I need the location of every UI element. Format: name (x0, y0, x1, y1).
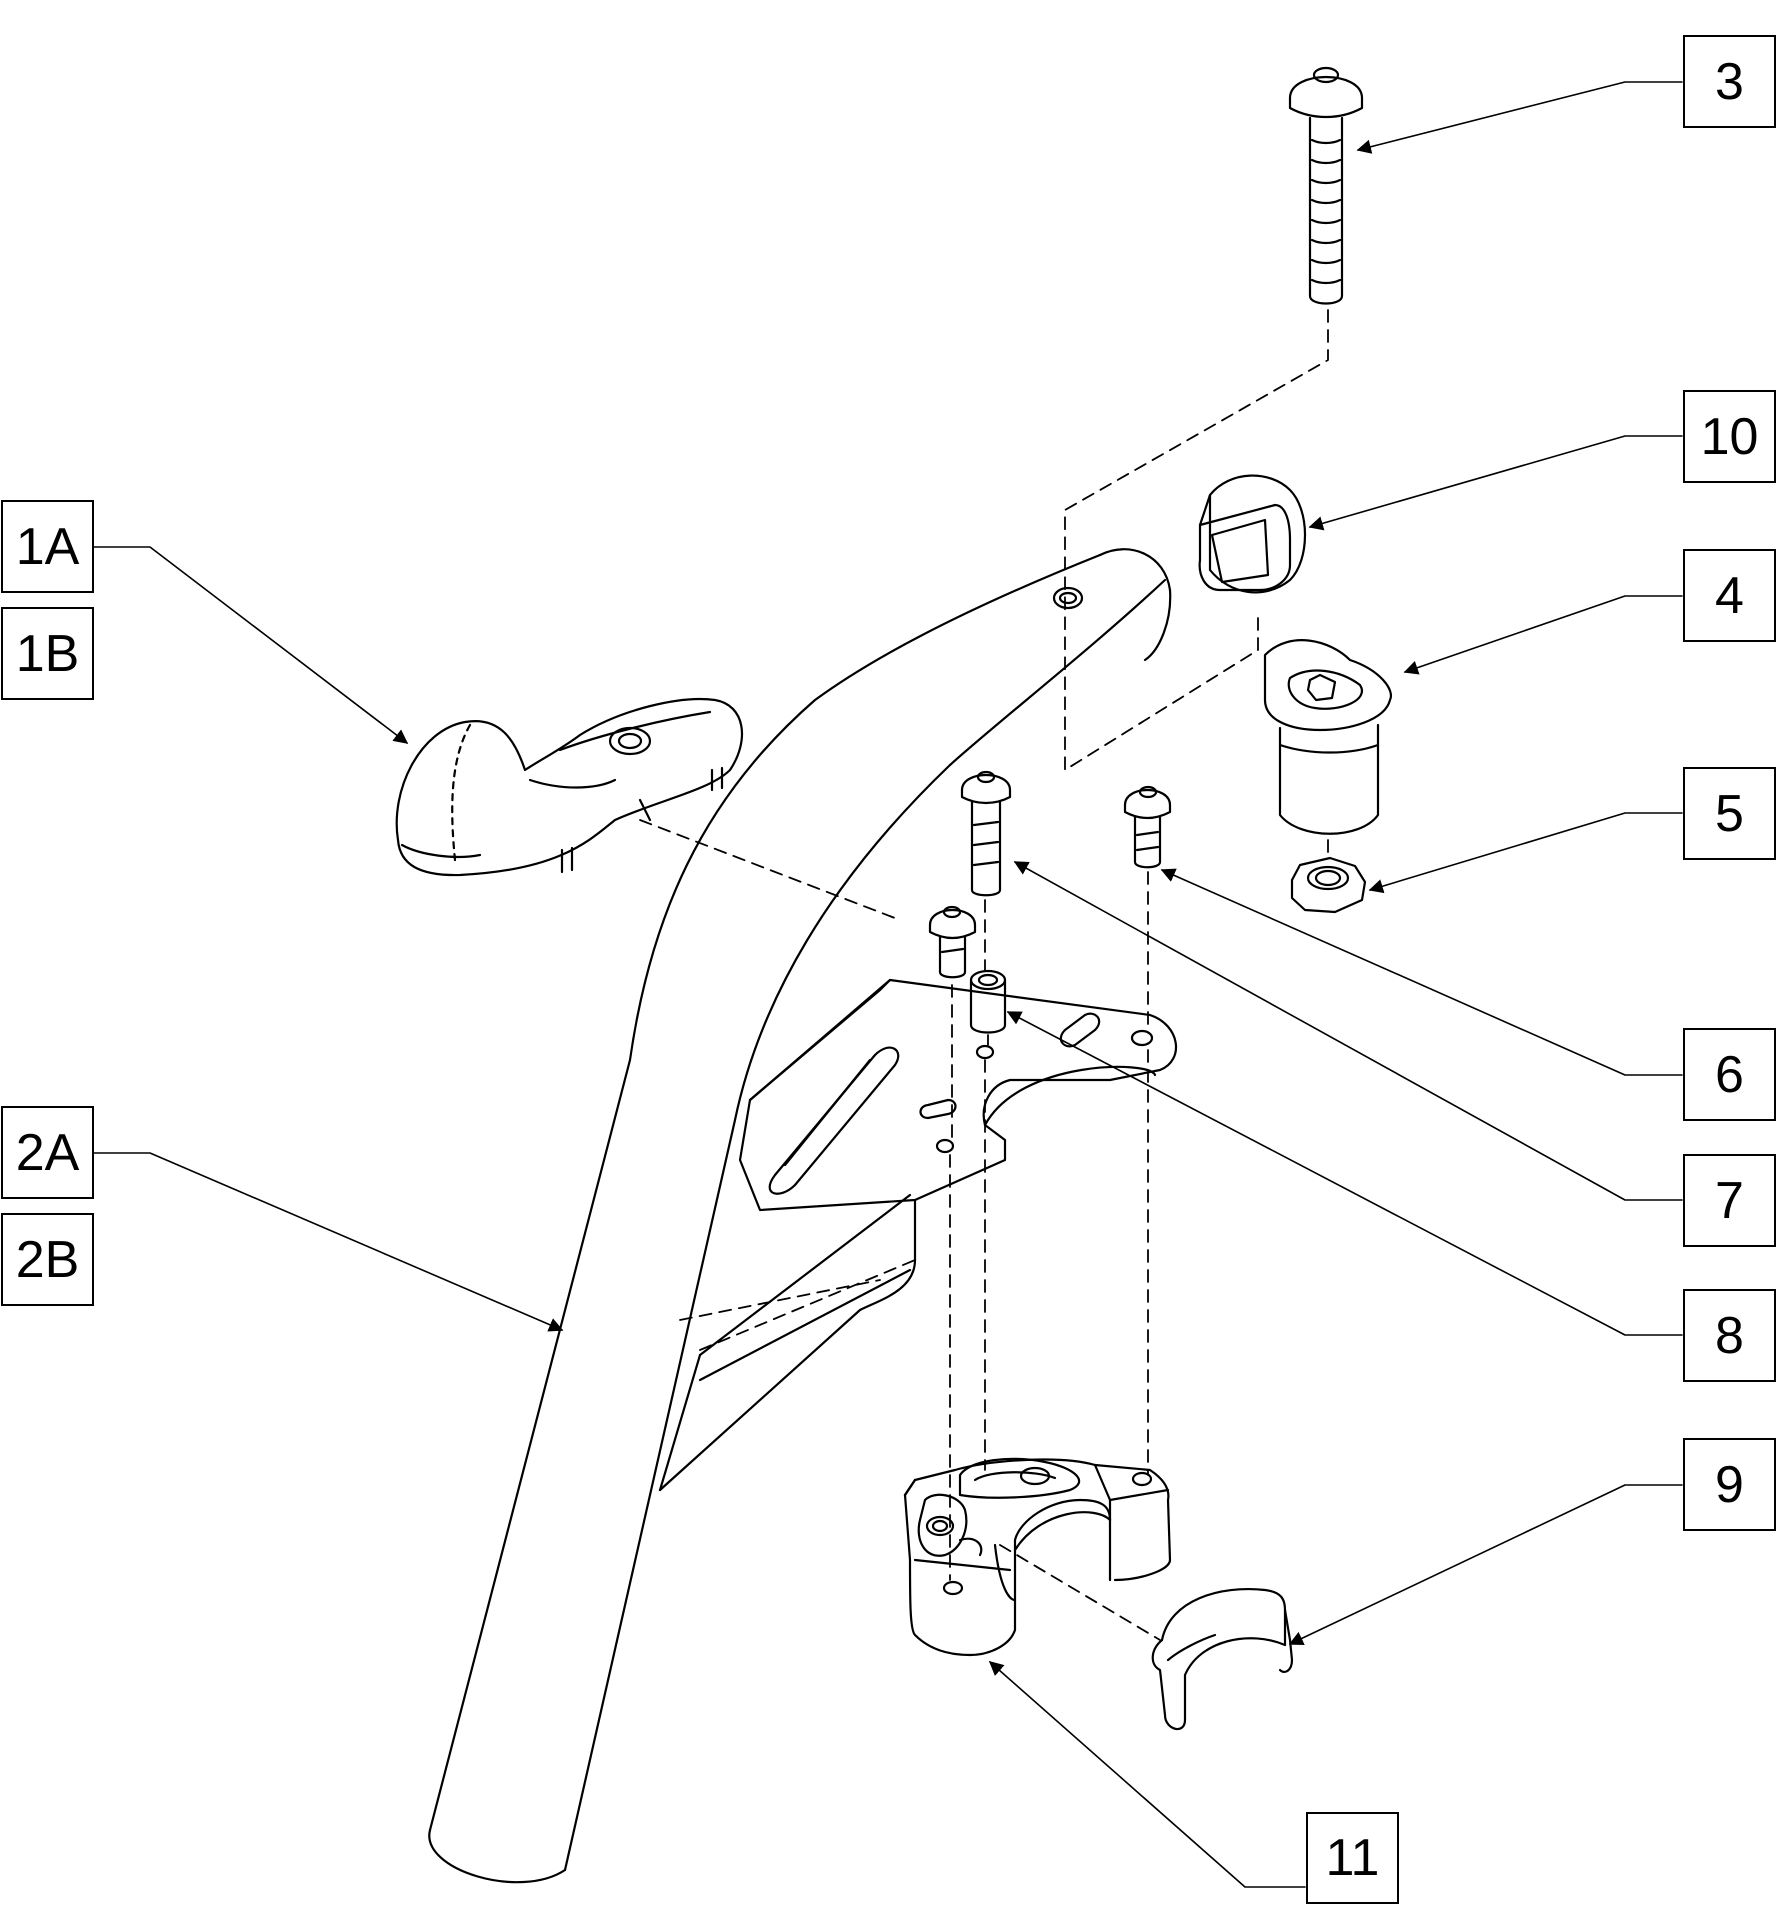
threaded-insert (1263, 639, 1393, 835)
callout-9: 9 (1683, 1438, 1776, 1531)
armrest-pad (395, 697, 744, 877)
callout-1A: 1A (1, 500, 94, 593)
screw-left (928, 905, 977, 979)
screw-7 (960, 770, 1012, 897)
callout-leaders (93, 81, 1683, 1888)
mounting-plate (658, 978, 1178, 1492)
callout-4: 4 (1683, 549, 1776, 642)
callout-1B: 1B (1, 607, 94, 700)
clamp-body (903, 1457, 1172, 1657)
callout-7: 7 (1683, 1154, 1776, 1247)
clamp-insert (1151, 1588, 1294, 1731)
assembly-centerlines (639, 309, 1329, 1641)
armrest-tube (428, 548, 1172, 1884)
callout-10: 10 (1683, 390, 1776, 483)
callout-2A: 2A (1, 1106, 94, 1199)
callout-6: 6 (1683, 1028, 1776, 1121)
screw-6 (1123, 785, 1172, 869)
callout-3: 3 (1683, 35, 1776, 128)
long-bolt (1288, 66, 1364, 305)
callout-11: 11 (1306, 1812, 1399, 1904)
callout-2B: 2B (1, 1213, 94, 1306)
callout-8: 8 (1683, 1289, 1776, 1382)
spacer (969, 969, 1007, 1034)
hex-nut (1290, 856, 1367, 914)
end-cap (1198, 474, 1306, 594)
callout-5: 5 (1683, 767, 1776, 860)
